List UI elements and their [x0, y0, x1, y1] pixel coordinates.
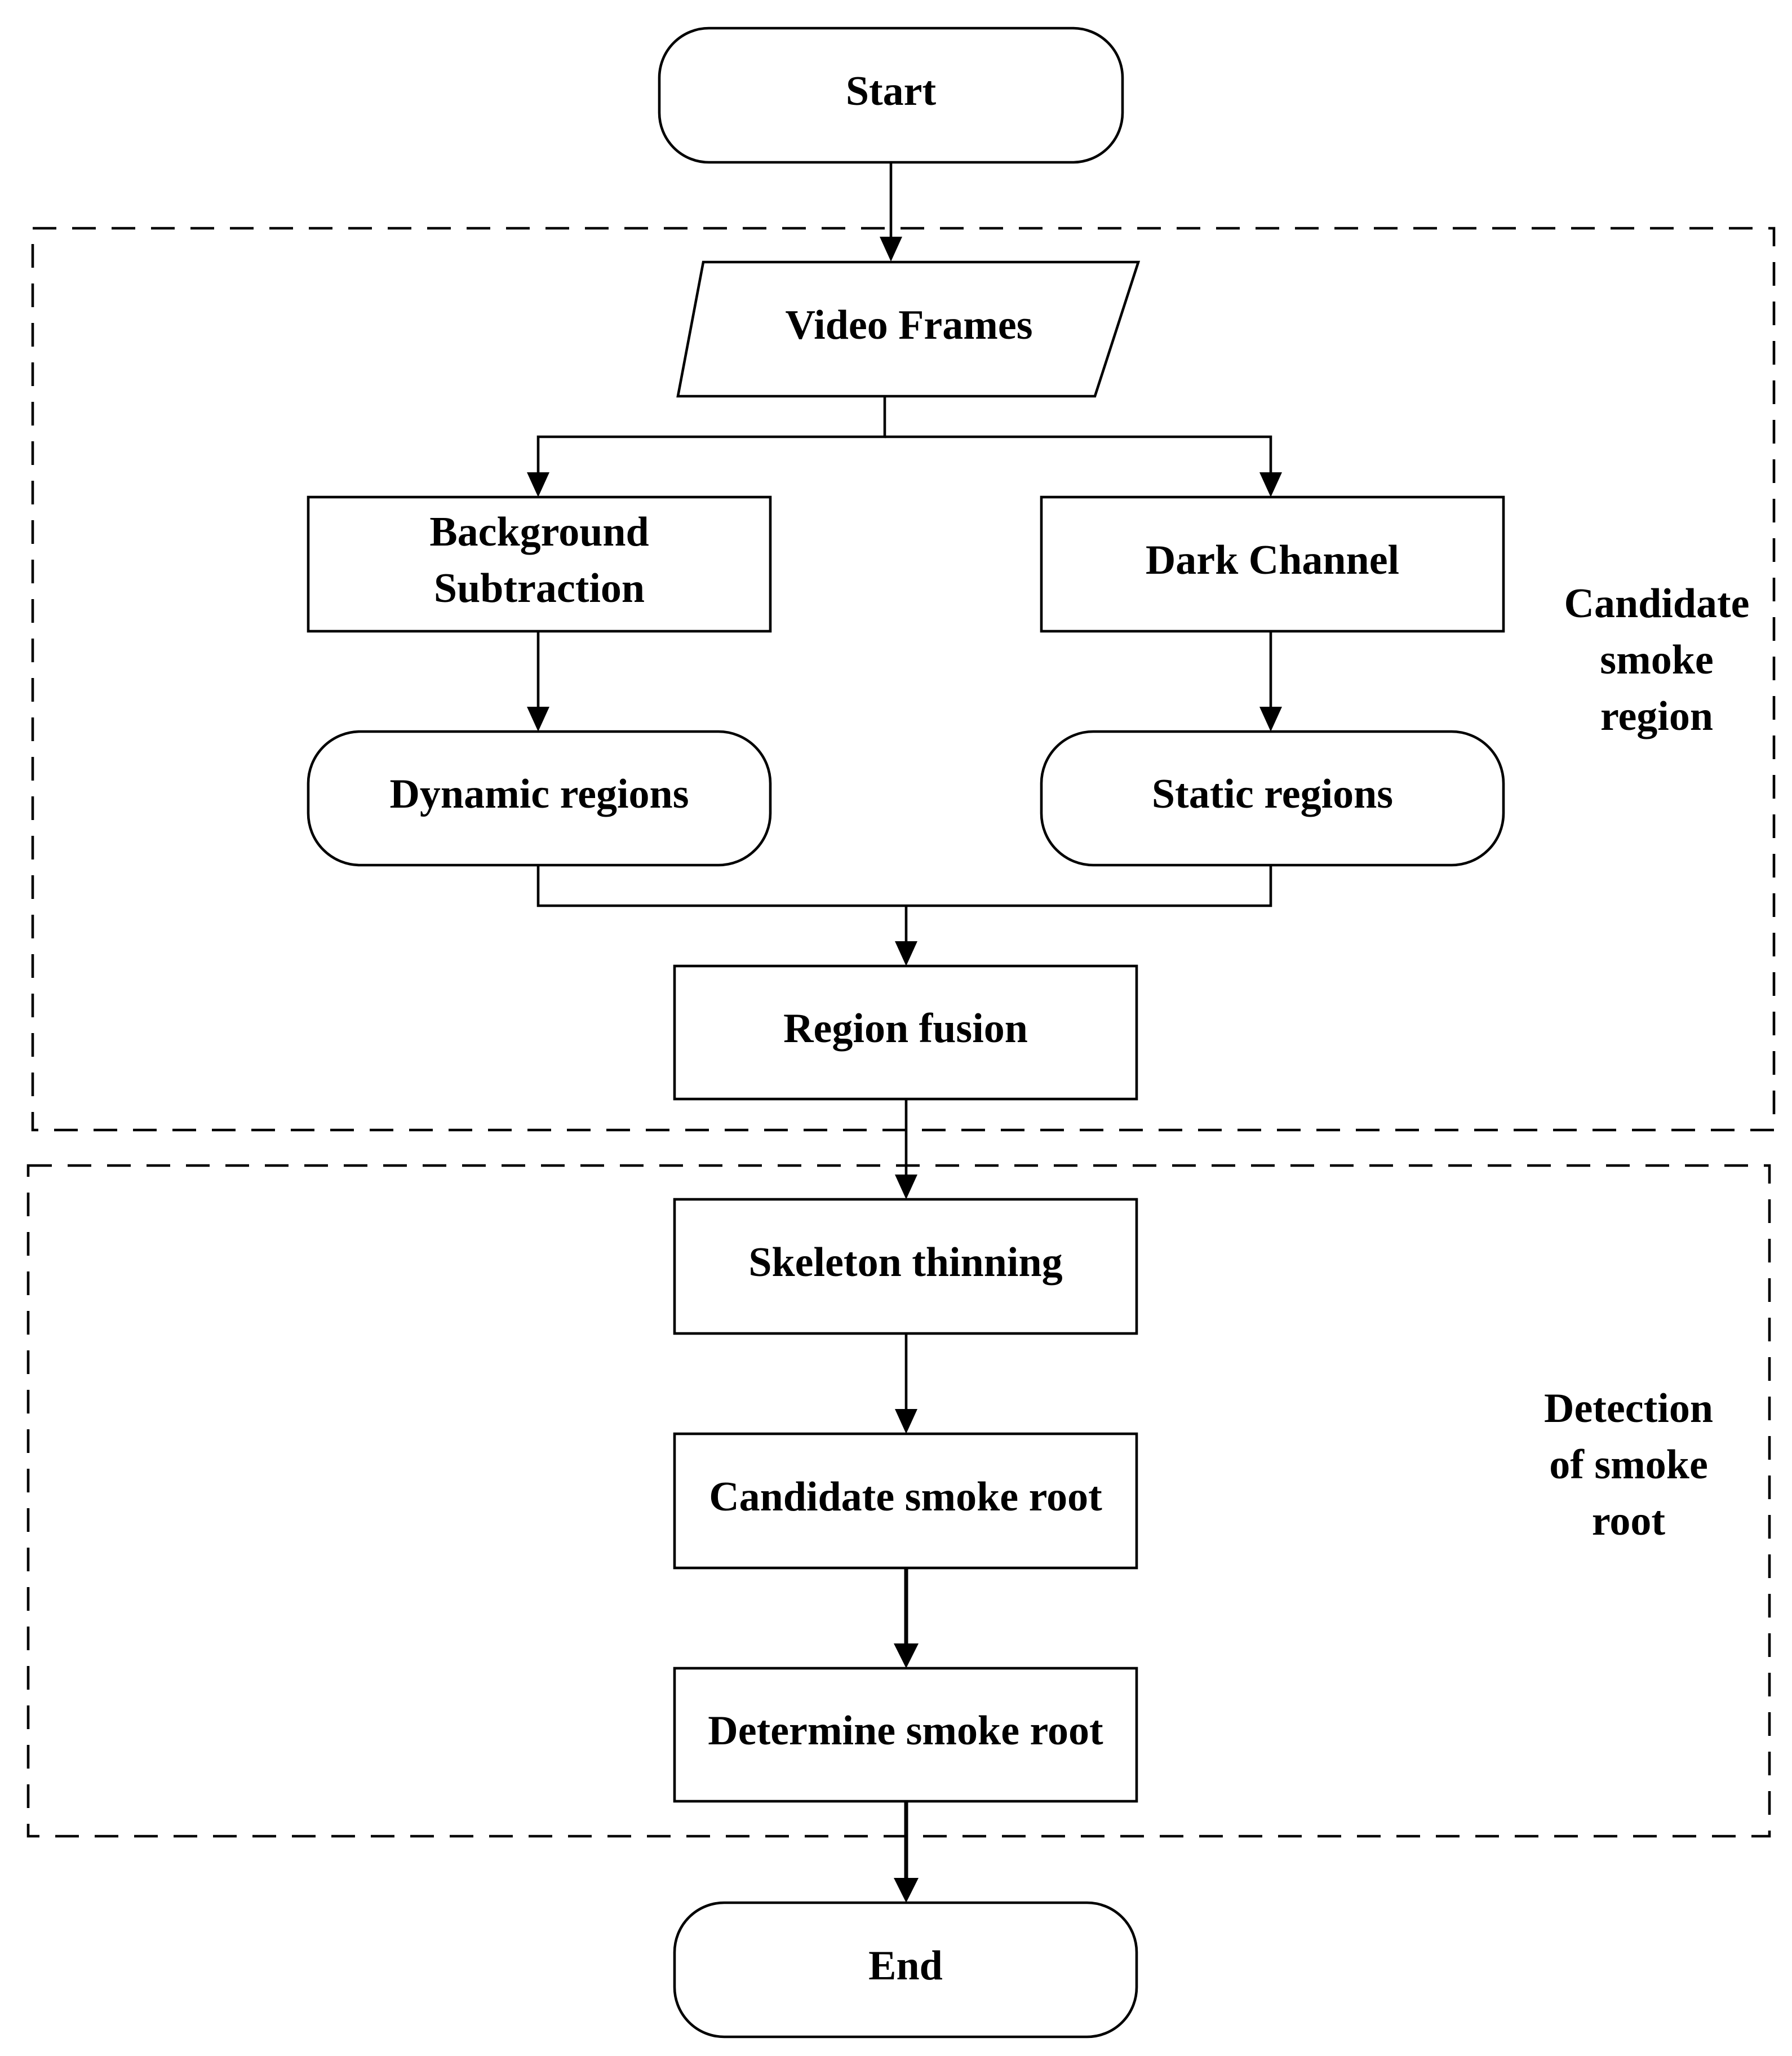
- node-static-regions: Static regions: [1040, 730, 1505, 867]
- arrowhead: [1259, 707, 1282, 732]
- node-background-subtraction-label-line2: Subtraction: [434, 565, 645, 612]
- node-background-subtraction-label-line1: Background: [429, 509, 649, 555]
- group-detection-of-smoke-root-border: [26, 1164, 1771, 1838]
- arrowhead: [880, 237, 902, 262]
- arrowhead: [895, 1409, 917, 1434]
- node-determine-smoke-root-label: Determine smoke root: [708, 1708, 1103, 1754]
- edge-video-frames-split: [536, 396, 886, 478]
- arrowhead: [895, 941, 917, 966]
- node-dark-channel-label: Dark Channel: [1146, 537, 1399, 583]
- node-dynamic-regions-label: Dynamic regions: [389, 771, 689, 817]
- arrowhead: [527, 707, 549, 732]
- node-end-label: End: [868, 1943, 943, 1989]
- node-end: End: [673, 1901, 1138, 2039]
- group-candidate-label-line2: smoke: [1600, 637, 1713, 683]
- edge-regions-merge: [536, 865, 1272, 907]
- node-background-subtraction: Background Subtraction: [307, 495, 772, 633]
- edge-video-frames-split-right: [885, 435, 1272, 478]
- node-candidate-smoke-root-label: Candidate smoke root: [709, 1474, 1102, 1520]
- node-skeleton-thinning-label: Skeleton thinning: [748, 1239, 1062, 1286]
- node-dark-channel: Dark Channel: [1040, 495, 1505, 633]
- node-dynamic-regions: Dynamic regions: [307, 730, 772, 867]
- arrowhead: [527, 472, 549, 497]
- group-candidate-label-line3: region: [1600, 693, 1713, 739]
- node-video-frames: Video Frames: [676, 260, 1141, 398]
- arrowhead: [894, 1878, 919, 1903]
- group-detection-label-line3: root: [1592, 1498, 1666, 1544]
- node-static-regions-label: Static regions: [1152, 771, 1393, 817]
- node-determine-smoke-root: Determine smoke root: [673, 1667, 1138, 1803]
- group-detection-label-line2: of smoke: [1549, 1442, 1708, 1488]
- group-detection-label-line1: Detection: [1544, 1385, 1713, 1432]
- group-detection-of-smoke-root-label: Detection of smoke root: [1544, 1385, 1713, 1544]
- group-candidate-label-line1: Candidate: [1564, 581, 1750, 627]
- node-region-fusion: Region fusion: [673, 964, 1138, 1101]
- node-candidate-smoke-root: Candidate smoke root: [673, 1432, 1138, 1570]
- node-start: Start: [658, 26, 1124, 164]
- node-region-fusion-label: Region fusion: [783, 1005, 1028, 1052]
- arrowhead: [894, 1643, 919, 1668]
- arrowhead: [895, 1175, 917, 1199]
- node-video-frames-label: Video Frames: [785, 302, 1032, 348]
- arrowhead: [1259, 472, 1282, 497]
- node-start-label: Start: [846, 68, 937, 114]
- group-candidate-smoke-region-border: [31, 227, 1776, 1132]
- group-candidate-smoke-region-label: Candidate smoke region: [1564, 581, 1750, 739]
- node-skeleton-thinning: Skeleton thinning: [673, 1198, 1138, 1335]
